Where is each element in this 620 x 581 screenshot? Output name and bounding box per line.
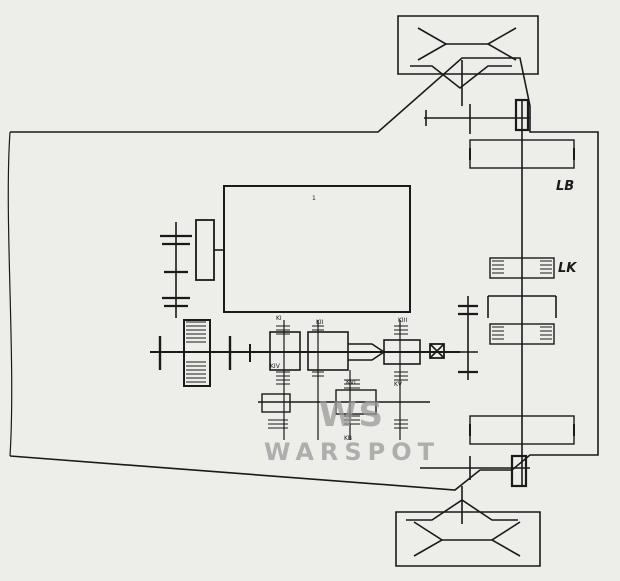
label-k4: KIV xyxy=(270,363,281,370)
label-engine: 1 xyxy=(312,195,316,202)
final-drive-top xyxy=(514,98,530,132)
steering-clutch-bottom xyxy=(489,323,555,345)
label-k6: KVI xyxy=(346,379,356,386)
label-k7: KB xyxy=(344,435,352,442)
watermark-text: WARSPOT xyxy=(264,438,440,466)
gear-teeth xyxy=(186,321,408,429)
steering-clutch-top xyxy=(489,257,555,279)
engine-block xyxy=(223,185,411,313)
aux-gears xyxy=(160,234,192,308)
label-lk: LK xyxy=(558,261,577,276)
label-k1: KI xyxy=(276,315,282,322)
label-k5: KV xyxy=(394,381,403,388)
final-drive-bottom xyxy=(510,454,528,488)
bevel-drive xyxy=(429,343,445,359)
main-clutch xyxy=(183,319,211,387)
hull-outline xyxy=(9,57,599,491)
label-k3: KIII xyxy=(398,317,407,324)
sprocket-top xyxy=(397,15,539,106)
label-k2: KII xyxy=(316,319,324,326)
sprocket-bottom xyxy=(395,486,541,567)
label-lb: LB xyxy=(556,179,574,194)
hull-left-edge xyxy=(7,131,13,457)
watermark-logo: WS xyxy=(319,395,385,435)
